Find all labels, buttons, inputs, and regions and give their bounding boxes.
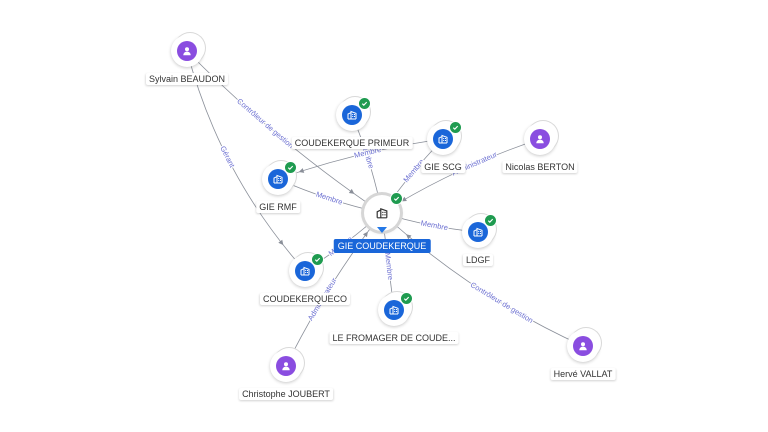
node-label: GIE RMF [256, 201, 300, 213]
edge-arrow [348, 188, 355, 194]
pin-pointer-icon [377, 227, 387, 233]
edge-line [285, 212, 383, 367]
edge-label: Gérant [218, 145, 237, 170]
building-icon [384, 300, 404, 320]
node-label: Sylvain BEAUDON [145, 73, 229, 85]
edge-arrow [406, 234, 412, 240]
check-icon [390, 192, 403, 205]
edge-arrow [278, 239, 284, 246]
node-circle[interactable] [524, 123, 556, 155]
node-label: COUDEKERQUECO [259, 293, 351, 305]
node-label: Hervé VALLAT [550, 368, 616, 380]
node-circle[interactable] [378, 294, 410, 326]
node-label: GIE SCG [421, 161, 465, 173]
node-label: Christophe JOUBERT [239, 388, 333, 400]
node-circle[interactable] [567, 330, 599, 362]
building-icon [342, 105, 362, 125]
edge-arrow [362, 231, 368, 238]
check-icon [311, 253, 324, 266]
edge-label: Membre [315, 190, 344, 207]
node-circle[interactable] [270, 350, 302, 382]
user-icon [573, 336, 593, 356]
check-icon [284, 161, 297, 174]
edge-line [381, 212, 584, 347]
node-label: Nicolas BERTON [502, 161, 578, 173]
building-icon [468, 222, 488, 242]
edge-line [277, 138, 444, 180]
node-label: LDGF [462, 254, 494, 266]
edge-label: Contrôleur de gestion [235, 97, 295, 151]
building-icon [268, 169, 288, 189]
node-label: COUDEKERQUE PRIMEUR [291, 137, 413, 149]
check-icon [449, 121, 462, 134]
user-icon [530, 129, 550, 149]
edge-label: Membre [383, 252, 395, 280]
check-icon [484, 214, 497, 227]
building-icon [370, 201, 394, 225]
check-icon [358, 97, 371, 110]
node-label: GIE COUDEKERQUE [333, 239, 431, 253]
edge-label: Contrôleur de gestion [469, 280, 535, 325]
node-label: LE FROMAGER DE COUDE... [329, 332, 459, 344]
edge-arrow [298, 168, 305, 173]
user-icon [276, 356, 296, 376]
edge-label: Membre [420, 218, 449, 232]
building-icon [433, 129, 453, 149]
node-circle[interactable] [171, 35, 203, 67]
building-icon [295, 261, 315, 281]
check-icon [400, 292, 413, 305]
user-icon [177, 41, 197, 61]
